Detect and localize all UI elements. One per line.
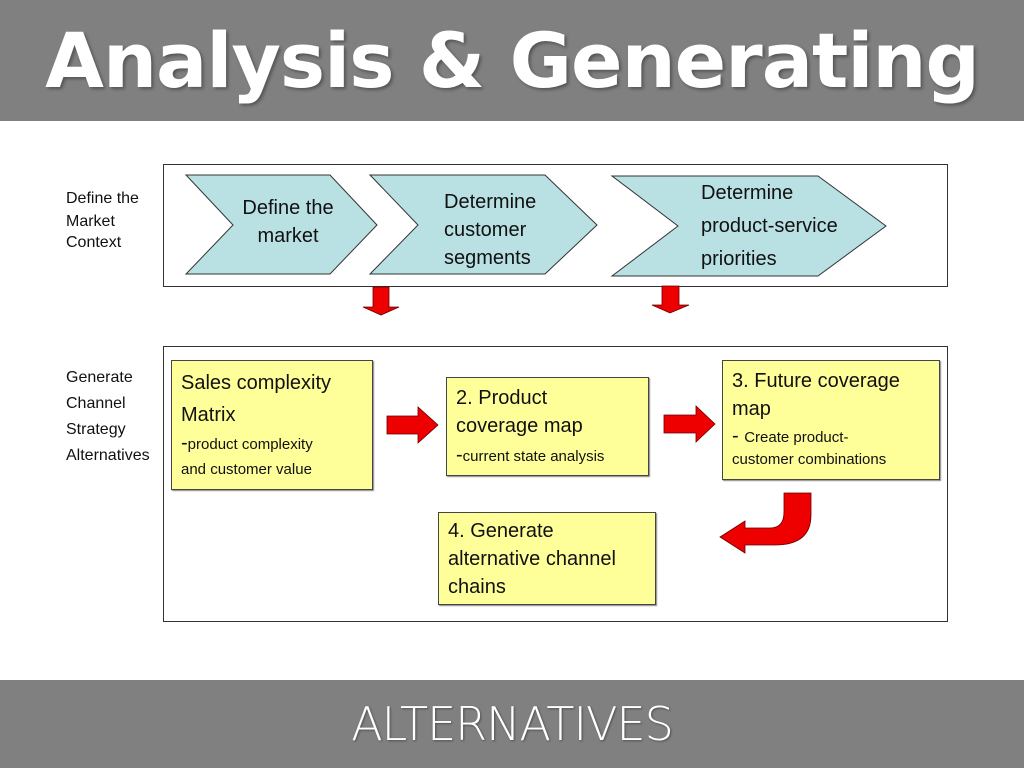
detail-line: and customer value: [181, 461, 312, 478]
text-line: product-service: [701, 215, 838, 237]
label-line: Strategy: [66, 421, 126, 438]
title-bar: Analysis & Generating: [0, 0, 1024, 121]
box-detail: -product complexity: [181, 431, 363, 457]
detail-line: customer combinations: [732, 451, 887, 468]
slide-title: Analysis & Generating: [45, 16, 980, 105]
label-line: Alternatives: [66, 447, 150, 464]
box-product-coverage-map: 2. Product coverage map -current state a…: [446, 377, 649, 476]
box-heading: Sales complexity: [181, 372, 332, 394]
box-detail: - Create product-: [732, 425, 930, 449]
box-sales-complexity-matrix: Sales complexity Matrix -product complex…: [171, 360, 373, 490]
market-context-label: Define the Market Context: [66, 187, 139, 255]
chevron-step-3: [610, 175, 887, 277]
box-heading: 3. Future coverage: [732, 370, 900, 392]
text-line: segments: [444, 247, 531, 269]
box-heading: Matrix: [181, 404, 236, 426]
down-arrow-icon: [362, 286, 400, 316]
down-arrow-icon: [651, 285, 690, 314]
slide-subtitle: ALTERNATIVES: [351, 697, 674, 751]
label-line: Market: [66, 213, 115, 230]
channel-strategy-label: Generate Channel Strategy Alternatives: [66, 365, 150, 469]
box-heading: 2. Product: [456, 387, 548, 409]
dash: -: [732, 425, 745, 447]
detail-line: Create product-: [744, 429, 849, 446]
box-future-coverage-map: 3. Future coverage map - Create product-…: [722, 360, 940, 480]
text-line: customer: [444, 219, 527, 241]
label-line: Generate: [66, 369, 133, 386]
box-detail: -current state analysis: [456, 443, 639, 469]
detail-line: product complexity: [187, 436, 313, 453]
box-heading: chains: [448, 576, 506, 598]
chevron-step-1: [184, 174, 378, 275]
box-heading: coverage map: [456, 415, 583, 437]
label-line: Define the: [66, 190, 139, 207]
box-heading: 4. Generate: [448, 520, 554, 542]
detail-line: current state analysis: [462, 448, 605, 465]
chevron-step-2: [368, 174, 598, 275]
box-heading: map: [732, 398, 771, 420]
text-line: priorities: [701, 248, 777, 270]
text-line: market: [257, 225, 319, 247]
box-heading: alternative channel: [448, 548, 616, 570]
curved-arrow-icon: [719, 492, 812, 554]
chevron-step-3-label: Determine product-service priorities: [701, 177, 838, 276]
label-line: Context: [66, 234, 122, 251]
box-generate-alternative-chains: 4. Generate alternative channel chains: [438, 512, 656, 605]
dash: -: [181, 432, 188, 454]
text-line: Determine: [701, 182, 794, 204]
label-line: Channel: [66, 395, 126, 412]
chevron-step-2-label: Determine customer segments: [444, 188, 536, 272]
dash: -: [456, 444, 463, 466]
text-line: Determine: [444, 191, 537, 213]
text-line: Define the: [242, 197, 334, 219]
chevron-step-1-label: Define the market: [236, 194, 340, 250]
footer-bar: ALTERNATIVES: [0, 680, 1024, 768]
right-arrow-icon: [386, 406, 439, 444]
right-arrow-icon: [663, 405, 716, 443]
